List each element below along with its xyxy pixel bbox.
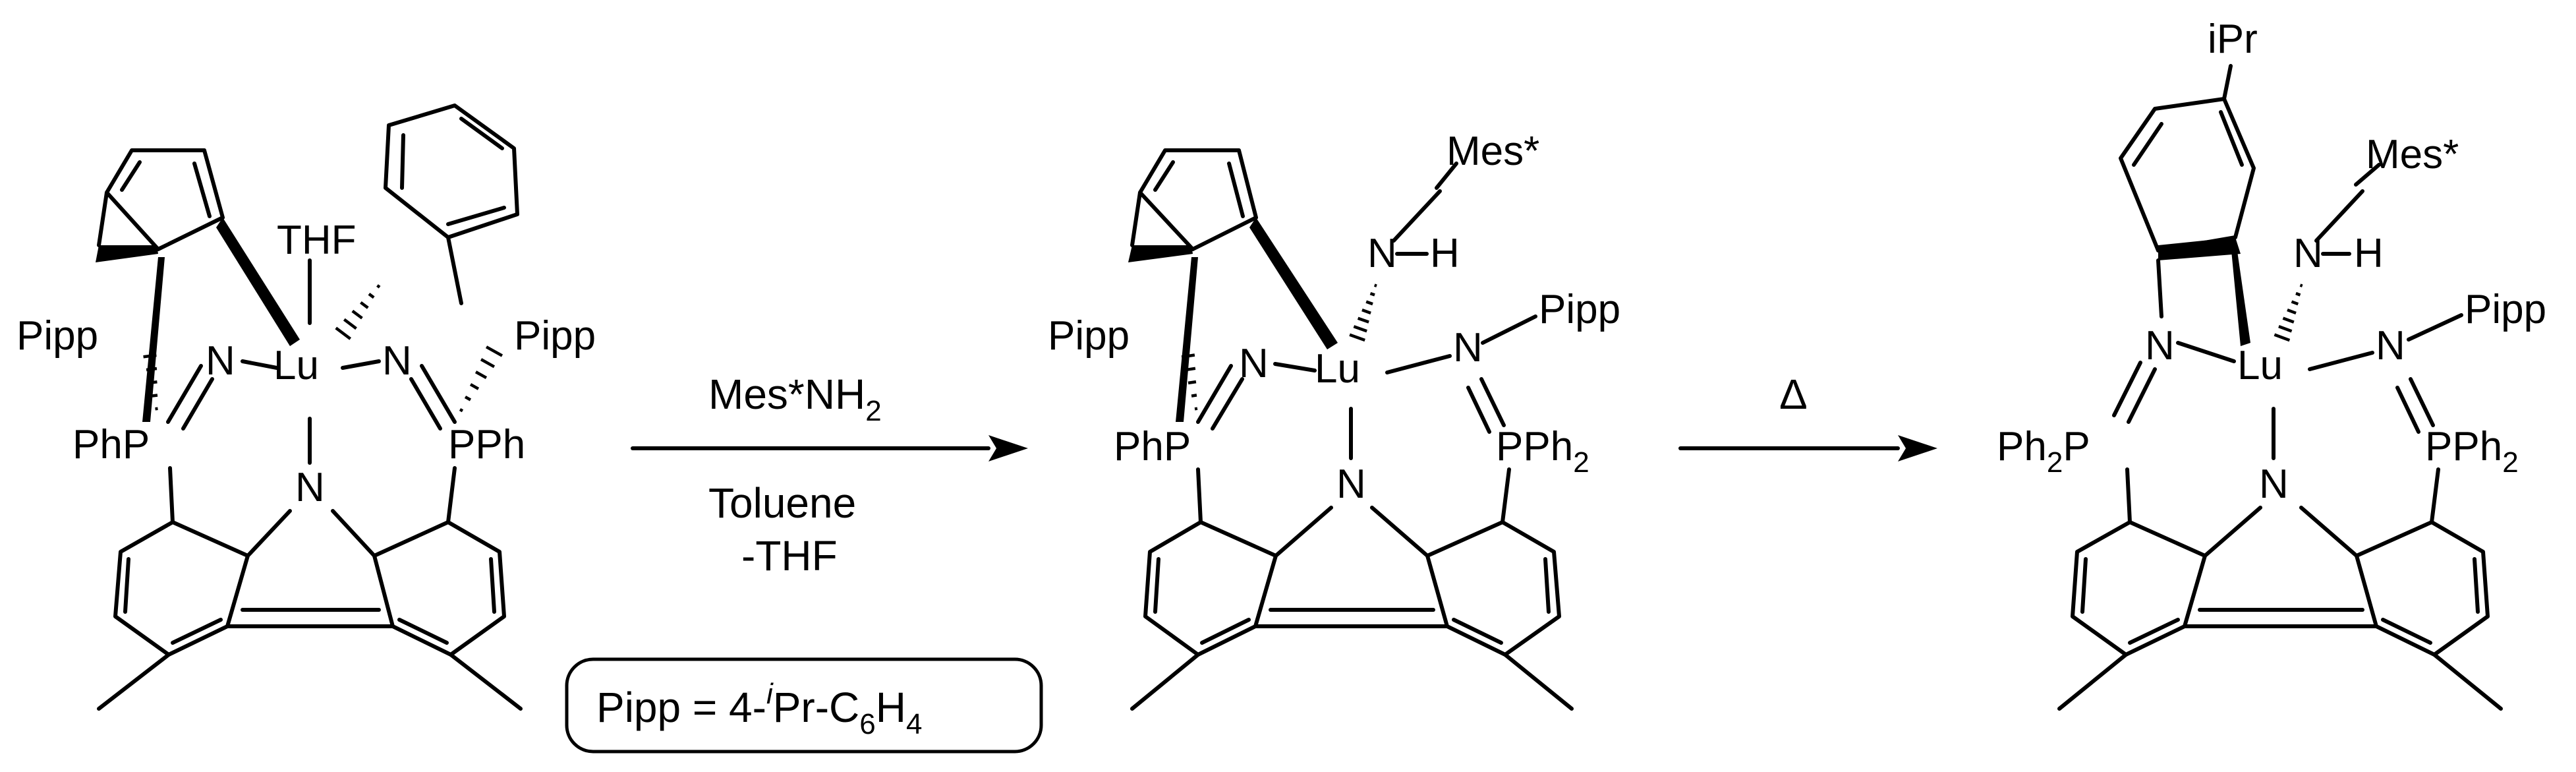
hashed-bond (335, 284, 381, 340)
compound-1-lu-thf-complex: Lu THF N N N Pipp Pipp PhP PPh (16, 104, 596, 711)
lu-atom: Lu (273, 343, 319, 388)
n-right: N (382, 338, 412, 384)
hashed-bond (143, 353, 158, 411)
n-left: N (206, 338, 235, 384)
mes-star: Mes* (1446, 129, 1539, 174)
n-left: N (1239, 341, 1269, 386)
hash-segment (2291, 300, 2299, 306)
hash-segment (1353, 325, 1367, 333)
hash-segment (143, 353, 157, 359)
hash-segment (1181, 353, 1195, 359)
hash-segment (469, 383, 480, 390)
hash-segment (2287, 308, 2297, 315)
n-carbazole: N (295, 465, 325, 510)
hash-segment (1349, 333, 1365, 342)
hash-segment (485, 345, 503, 357)
pipp-right: Pipp (1539, 287, 1620, 332)
hash-segment (368, 293, 375, 299)
pipp-right: Pipp (2465, 287, 2546, 332)
hash-segment (2282, 316, 2295, 324)
hash-segment (1184, 367, 1196, 372)
pipp-left: Pipp (1048, 313, 1130, 359)
amide-n: N (2293, 231, 2323, 276)
hash-segment (376, 284, 381, 289)
hash-segment (474, 371, 488, 380)
hash-segment (2278, 324, 2293, 333)
n-carbazole: N (1336, 461, 1366, 507)
pph2-right: PPh2 (2425, 424, 2519, 479)
amide-n: N (1367, 231, 1397, 276)
hash-segment (351, 309, 363, 320)
compound-3-cyclometalated-complex: Lu iPr Mes* N H N N N Pipp Ph2P PPh2 (1997, 16, 2546, 711)
hash-segment (1188, 380, 1197, 385)
pipp-right: Pipp (514, 313, 596, 359)
hashed-bond (2274, 283, 2303, 342)
amide-h: H (1430, 231, 1460, 276)
reaction-arrow-1 (631, 435, 1028, 461)
hash-segment (1357, 316, 1369, 324)
lu-atom: Lu (2237, 343, 2283, 388)
solvent-toluene: Toluene (708, 479, 856, 527)
hashed-bond (459, 345, 503, 413)
n-right: N (2376, 323, 2405, 369)
hash-segment (1191, 394, 1197, 398)
pph-right: PPh (448, 422, 525, 467)
php-left: PhP (1114, 424, 1191, 469)
hash-segment (1365, 300, 1373, 306)
hash-segment (459, 408, 464, 413)
mes-star: Mes* (2366, 132, 2459, 177)
hash-segment (464, 396, 472, 401)
php-left: PhP (72, 422, 150, 467)
ph2p-left: Ph2P (1997, 424, 2090, 479)
pipp-legend: Pipp = 4-iPr-C6H4 (596, 678, 922, 740)
hash-segment (1361, 309, 1371, 314)
n-right: N (1453, 325, 1483, 371)
amide-h: H (2354, 231, 2384, 276)
n-carbazole: N (2259, 461, 2289, 507)
hash-segment (146, 367, 157, 372)
hash-segment (2295, 291, 2301, 297)
reagent-mes-nh2: Mes*NH2 (708, 371, 882, 427)
hash-segment (1373, 283, 1377, 287)
condition-heat: Δ (1779, 371, 1808, 418)
lu-atom: Lu (1315, 346, 1360, 392)
n-left: N (2145, 323, 2175, 369)
pipp-left: Pipp (16, 313, 98, 359)
pipp-legend-box (565, 657, 1043, 754)
compound-2-lu-amide-complex: Lu Mes* N H N N N Pipp Pipp PhP PPh2 (1048, 129, 1620, 711)
hash-segment (1369, 291, 1375, 297)
hashed-bond (1349, 283, 1377, 342)
hash-segment (2299, 283, 2303, 287)
hashed-bond (1181, 353, 1198, 411)
hash-segment (480, 358, 496, 369)
thf-ligand: THF (277, 218, 357, 263)
reaction-arrow-2 (1678, 435, 1937, 461)
ipr-group: iPr (2208, 16, 2258, 62)
hash-segment (335, 326, 352, 340)
byproduct-thf: -THF (741, 532, 838, 579)
hash-segment (2274, 333, 2291, 342)
hash-segment (343, 318, 357, 330)
pph2-right: PPh2 (1496, 424, 1589, 479)
hash-segment (360, 301, 369, 309)
